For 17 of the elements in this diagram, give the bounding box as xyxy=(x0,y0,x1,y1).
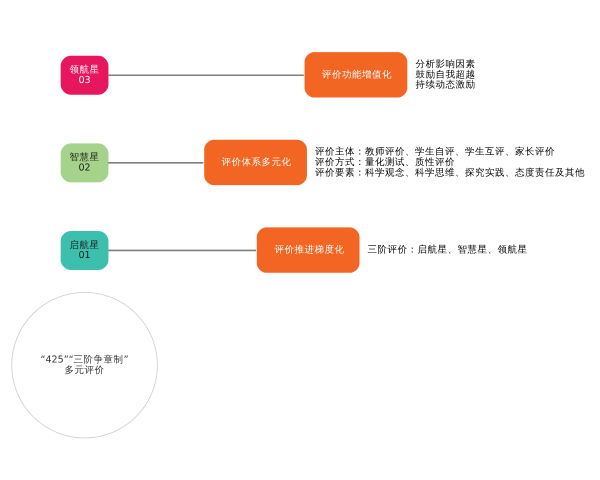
node-label: 三阶评价：启航星、智慧星、领航星 xyxy=(367,244,528,256)
node-box: 智慧星 02 xyxy=(60,143,108,182)
connector xyxy=(108,250,256,252)
node-label: 持续动态激励 xyxy=(415,80,476,91)
connector xyxy=(108,74,304,76)
node-box: 启航星 01 xyxy=(60,230,108,270)
node-box: 评价推进梯度化 xyxy=(256,227,360,273)
node-label: 鼓励自我超越 xyxy=(415,69,476,80)
node-label: 分析影响因素 xyxy=(415,58,476,70)
node-label: 评价要素：科学观念、科学思维、探究实践、态度责任及其他 xyxy=(314,167,585,178)
node-box: 评价功能增值化 xyxy=(304,52,408,98)
node-box: 评价体系多元化 xyxy=(204,140,307,186)
node-label: 评价方式：量化测试、质性评价 xyxy=(314,156,455,168)
node-label: 评价主体：教师评价、学生自评、学生互评、家长评价 xyxy=(314,146,555,158)
node-box: 领航星 03 xyxy=(60,56,108,95)
node-circle: “425”“三阶争章制” 多元评价 xyxy=(11,292,158,438)
connector xyxy=(108,162,204,164)
